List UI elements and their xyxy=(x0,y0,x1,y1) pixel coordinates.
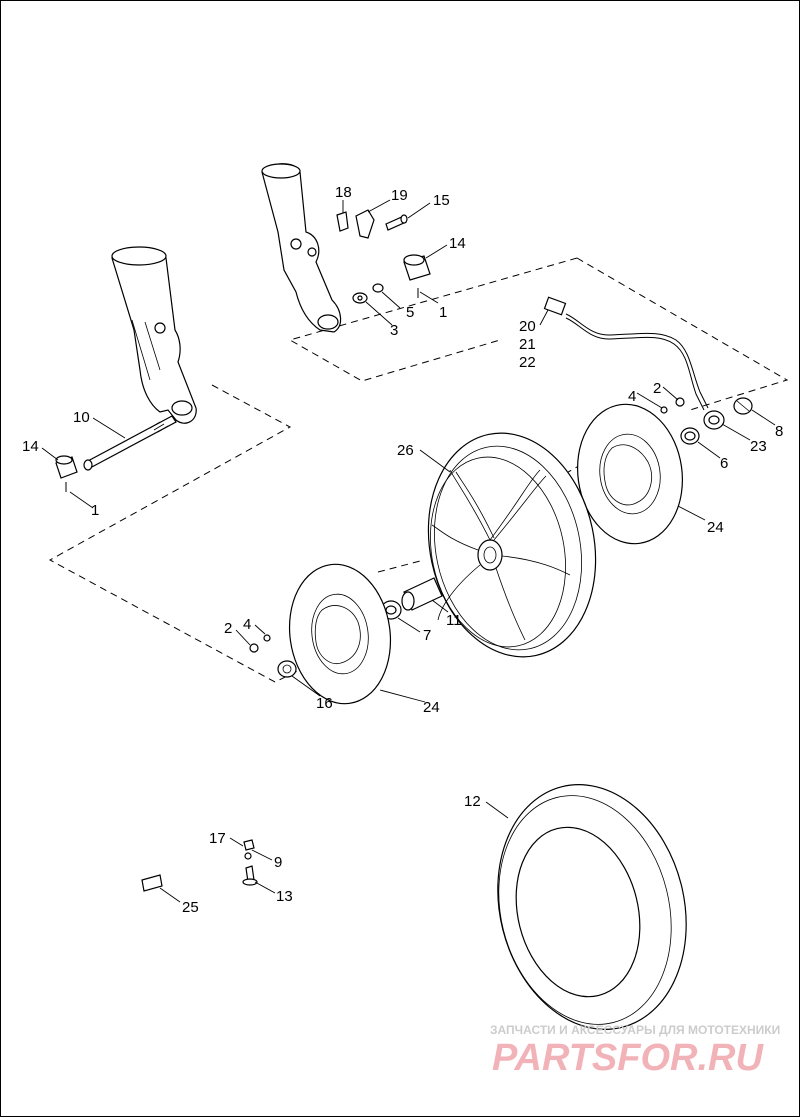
callout-24-right: 24 xyxy=(707,519,724,536)
callout-22: 22 xyxy=(519,354,536,371)
callout-10: 10 xyxy=(73,409,90,426)
callout-1-upper: 1 xyxy=(439,304,447,321)
callout-16: 16 xyxy=(316,695,333,712)
callout-5: 5 xyxy=(406,304,414,321)
left-fork-slider xyxy=(111,246,197,424)
right-fork-slider xyxy=(261,163,342,333)
callout-2-left: 2 xyxy=(224,620,232,637)
wheel-spacer-sleeve xyxy=(401,577,443,611)
valve-cap xyxy=(243,839,255,851)
callout-26: 26 xyxy=(397,442,414,459)
callout-8: 8 xyxy=(775,423,783,440)
left-rotor-screw xyxy=(249,634,271,653)
leader-lines xyxy=(41,199,776,903)
right-rotor-screw xyxy=(660,397,685,414)
callout-20: 20 xyxy=(519,318,536,335)
left-rotor-spacer xyxy=(277,660,297,678)
right-brake-rotor xyxy=(576,403,684,545)
callout-13: 13 xyxy=(276,888,293,905)
speed-sensor xyxy=(703,410,725,430)
callout-14-upper: 14 xyxy=(449,235,466,252)
fork-hardware xyxy=(336,209,408,304)
wheel-weight xyxy=(141,874,163,892)
callout-24-left: 24 xyxy=(423,699,440,716)
callout-11: 11 xyxy=(446,612,462,629)
callout-17: 17 xyxy=(209,830,226,847)
watermark-brand: PARTSFOR.RU xyxy=(492,1037,764,1079)
valve-core xyxy=(244,852,252,860)
callout-25: 25 xyxy=(182,899,199,916)
callout-15: 15 xyxy=(433,192,450,209)
right-wheel-bearing xyxy=(680,427,700,445)
wheel-speed-sensor-cable xyxy=(543,296,709,411)
axle-spacer-right xyxy=(403,254,431,298)
front-tire xyxy=(497,784,687,1030)
callout-12: 12 xyxy=(464,793,481,810)
front-axle xyxy=(83,415,177,471)
callout-19: 19 xyxy=(391,187,408,204)
callout-14-left: 14 xyxy=(22,438,39,455)
callout-6: 6 xyxy=(720,455,728,472)
valve-stem xyxy=(242,865,258,886)
callout-4-right: 4 xyxy=(628,388,636,405)
callout-1-left: 1 xyxy=(91,502,99,519)
sensor-cover xyxy=(733,397,753,415)
callout-23: 23 xyxy=(750,438,767,455)
callout-2-right: 2 xyxy=(653,380,661,397)
callout-labels: 18 19 15 14 1 5 3 20 21 22 4 2 8 23 6 26… xyxy=(22,184,783,916)
axle-spacer-left xyxy=(55,455,78,492)
callout-3: 3 xyxy=(390,322,398,339)
callout-18: 18 xyxy=(335,184,352,201)
callout-7: 7 xyxy=(423,627,431,644)
callout-9: 9 xyxy=(274,854,282,871)
watermark: ЗАПЧАСТИ И АКСЕССУАРЫ ДЛЯ МОТОТЕХНИКИ PA… xyxy=(490,1023,780,1079)
watermark-tagline: ЗАПЧАСТИ И АКСЕССУАРЫ ДЛЯ МОТОТЕХНИКИ xyxy=(490,1023,780,1037)
cast-front-wheel xyxy=(427,432,597,658)
left-brake-rotor xyxy=(288,563,392,705)
callout-21: 21 xyxy=(519,336,536,353)
callout-4-left: 4 xyxy=(243,616,251,633)
